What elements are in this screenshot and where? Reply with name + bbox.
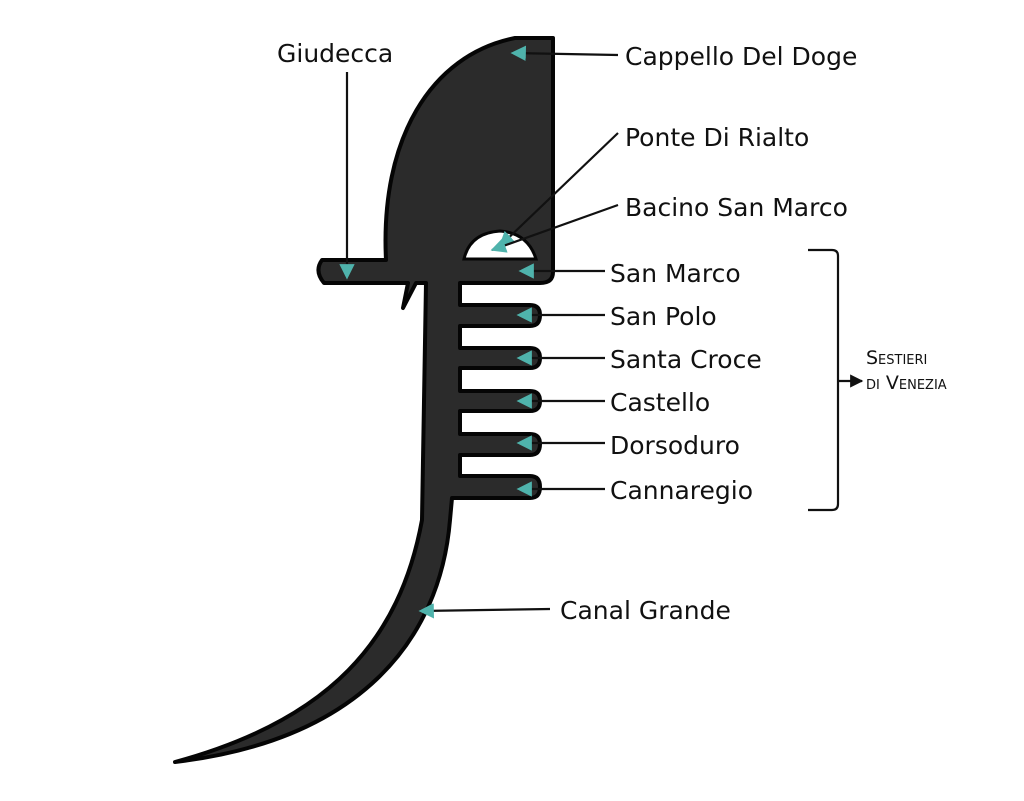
sestieri-bracket bbox=[808, 248, 840, 512]
label-cannaregio: Cannaregio bbox=[610, 476, 753, 505]
label-ponte: Ponte Di Rialto bbox=[625, 123, 809, 152]
ferro-body bbox=[173, 36, 555, 764]
label-san-marco: San Marco bbox=[610, 259, 741, 288]
label-bacino: Bacino San Marco bbox=[625, 193, 848, 222]
leader-lines bbox=[339, 45, 619, 619]
label-giudecca: Giudecca bbox=[277, 39, 393, 68]
label-dorsoduro: Dorsoduro bbox=[610, 431, 740, 460]
label-san-polo: San Polo bbox=[610, 302, 717, 331]
group-label-line2: di Venezia bbox=[866, 372, 947, 394]
label-canal-grande: Canal Grande bbox=[560, 596, 731, 625]
group-label-line1: Sestieri bbox=[866, 347, 927, 369]
label-cappello: Cappello Del Doge bbox=[625, 42, 857, 71]
label-castello: Castello bbox=[610, 388, 710, 417]
label-santa-croce: Santa Croce bbox=[610, 345, 762, 374]
